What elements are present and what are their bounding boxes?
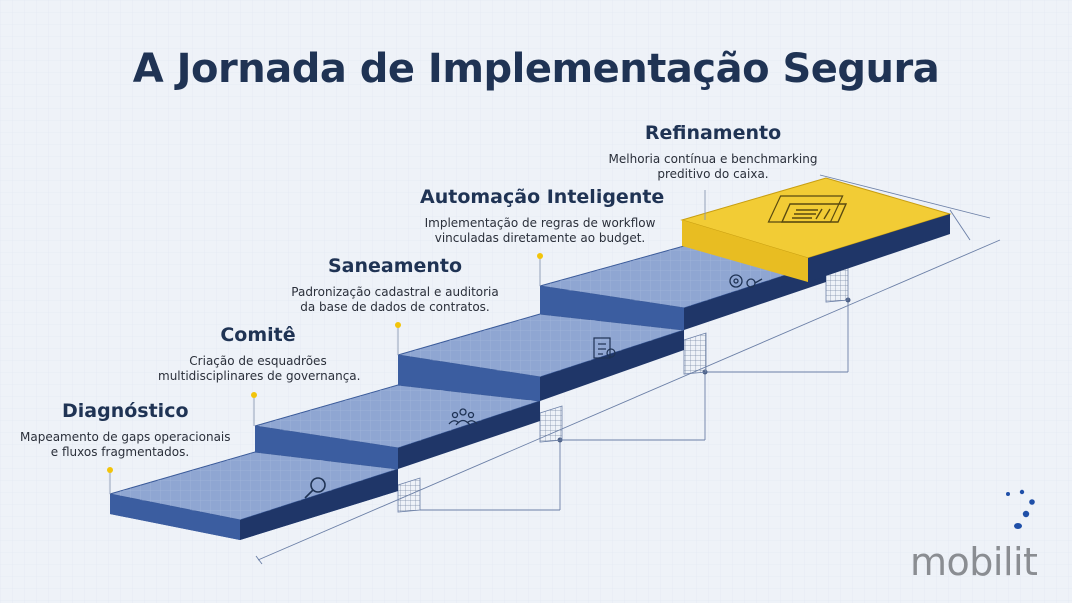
page-title: A Jornada de Implementação Segura <box>132 46 940 92</box>
step-3-title: Saneamento <box>327 255 463 277</box>
gears-icon <box>729 274 763 288</box>
step-5-label: Refinamento Melhoria contínua e benchmar… <box>608 122 818 182</box>
step-1-description: Mapeamento de gaps operacionais e fluxos… <box>20 430 231 459</box>
step-5-description: Melhoria contínua e benchmarking prediti… <box>608 152 818 181</box>
step-4-label: Automação Inteligente Implementação de r… <box>420 186 665 246</box>
step-2-label: Comitê Criação de esquadrões multidiscip… <box>158 324 361 384</box>
logo-dots <box>1006 489 1035 529</box>
step-3-label: Saneamento Padronização cadastral e audi… <box>290 255 500 315</box>
step-1-title: Diagnóstico <box>62 400 189 422</box>
label-dots <box>107 253 543 473</box>
checklist-icon <box>593 337 616 359</box>
step-3-description: Padronização cadastral e auditoria da ba… <box>291 285 499 314</box>
step-2-block <box>254 384 541 469</box>
step-1-label: Diagnóstico Mapeamento de gaps operacion… <box>20 400 231 460</box>
team-icon <box>448 408 478 426</box>
step-5-title: Refinamento <box>644 122 782 144</box>
dimension-lines <box>255 174 1001 565</box>
label-connectors <box>109 190 706 494</box>
magnifier-icon <box>304 477 326 499</box>
step-2-description: Criação de esquadrões multidisciplinares… <box>158 354 361 383</box>
step-4-title: Automação Inteligente <box>420 186 665 208</box>
step-3-block <box>397 313 685 401</box>
step-4-description: Implementação de regras de workflow vinc… <box>424 216 656 245</box>
document-icon <box>780 203 848 223</box>
logo-text: mobilit <box>910 540 1038 584</box>
step-2-title: Comitê <box>220 324 296 346</box>
mobilit-logo: mobilit <box>910 489 1060 590</box>
step-1-block <box>109 451 399 540</box>
